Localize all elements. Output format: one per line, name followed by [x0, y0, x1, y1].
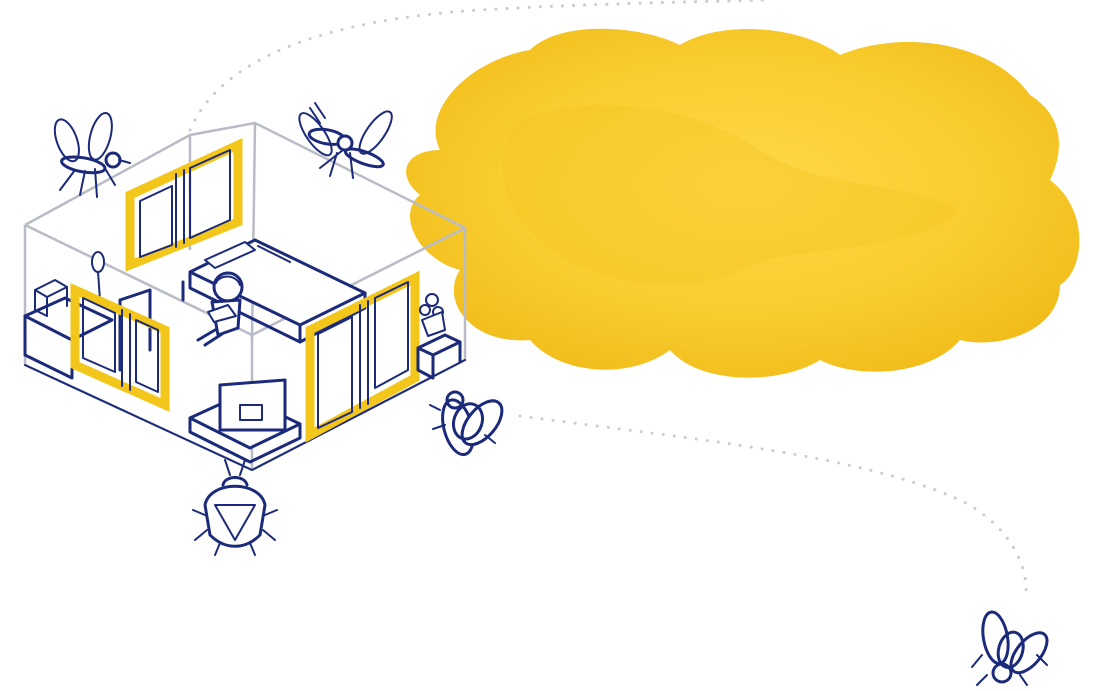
mosquito-icon — [53, 112, 131, 198]
left-window — [70, 283, 170, 412]
cloud-texture — [502, 105, 960, 285]
cabinet-with-plant — [416, 293, 462, 380]
house-fly-icon — [971, 610, 1049, 686]
fly-icon — [429, 390, 504, 457]
dotted-flight-path-bottom — [518, 414, 1028, 602]
bed — [181, 238, 367, 344]
back-window — [125, 137, 243, 272]
crane-fly-icon — [298, 102, 393, 179]
stink-bug-icon — [192, 459, 278, 556]
right-window — [305, 270, 420, 443]
yellow-cloud-shape — [406, 28, 1080, 378]
computer-desk — [188, 378, 302, 464]
girl-reading — [196, 271, 244, 347]
